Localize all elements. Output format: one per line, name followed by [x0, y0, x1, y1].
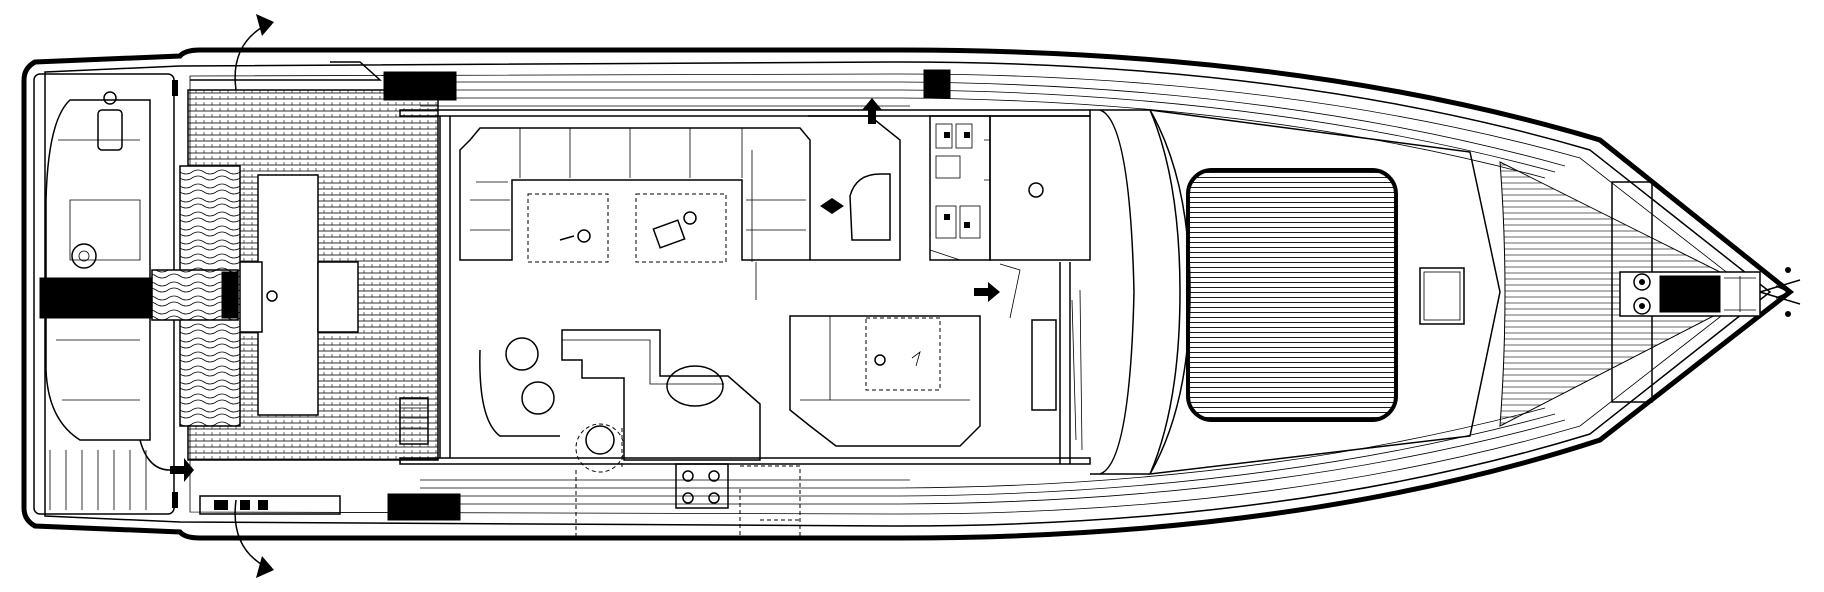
hull-inner-line	[44, 61, 1772, 527]
tender-dinghy	[45, 99, 151, 441]
sunpad	[1186, 168, 1398, 422]
side-deck-starboard	[420, 407, 1566, 505]
stove-icon	[675, 463, 729, 509]
salon-stbd-wall	[399, 457, 1091, 465]
helm-wheel-icon	[71, 243, 97, 269]
salon-settee	[459, 127, 811, 261]
salon	[399, 98, 1181, 537]
forward-cabin-wall	[1090, 109, 1181, 475]
vent-port-2	[419, 71, 457, 101]
swim-platform	[33, 73, 175, 515]
cockpit	[151, 61, 439, 515]
hull-outline	[21, 47, 1795, 541]
door-arrow-icon	[974, 282, 1000, 302]
dinette	[789, 315, 981, 447]
galley-stool-2	[521, 381, 555, 415]
door-arrow-icon	[820, 198, 844, 214]
boarding-arrow-icon	[256, 14, 274, 36]
vent-stbd-1	[387, 493, 425, 521]
gunwale-line	[189, 73, 1753, 515]
boarding-arrows	[139, 14, 274, 578]
galley	[479, 329, 801, 537]
galley-table-oval	[666, 365, 724, 407]
transom-steps	[49, 450, 147, 510]
galley-stool-1	[505, 337, 539, 371]
tender-seat	[97, 109, 123, 151]
vent-port-3	[923, 69, 951, 99]
boarding-arrow-icon	[170, 458, 194, 482]
side-deck-port	[420, 81, 1566, 179]
anchor-windlass-icon	[1619, 267, 1801, 317]
boarding-arrow-icon	[234, 25, 265, 91]
cockpit-locker-stbd	[199, 495, 341, 515]
boarding-ladder	[39, 277, 153, 319]
door-arrow-icon	[862, 98, 882, 124]
galley-counter	[561, 329, 761, 461]
hull	[21, 47, 1795, 541]
boarding-arrow-icon	[256, 556, 274, 578]
helm-station	[808, 115, 1091, 261]
vent-stbd-2	[423, 493, 461, 521]
salon-table-1	[527, 193, 609, 263]
cockpit-stair	[399, 397, 429, 445]
salon-port-wall	[399, 109, 1091, 117]
deck-vents	[383, 69, 951, 521]
boarding-arrow-icon	[234, 499, 265, 567]
salon-table-2	[635, 193, 727, 263]
forward-hatch	[1419, 267, 1465, 325]
vent-port-1	[383, 71, 421, 101]
dinette-table	[865, 317, 941, 391]
